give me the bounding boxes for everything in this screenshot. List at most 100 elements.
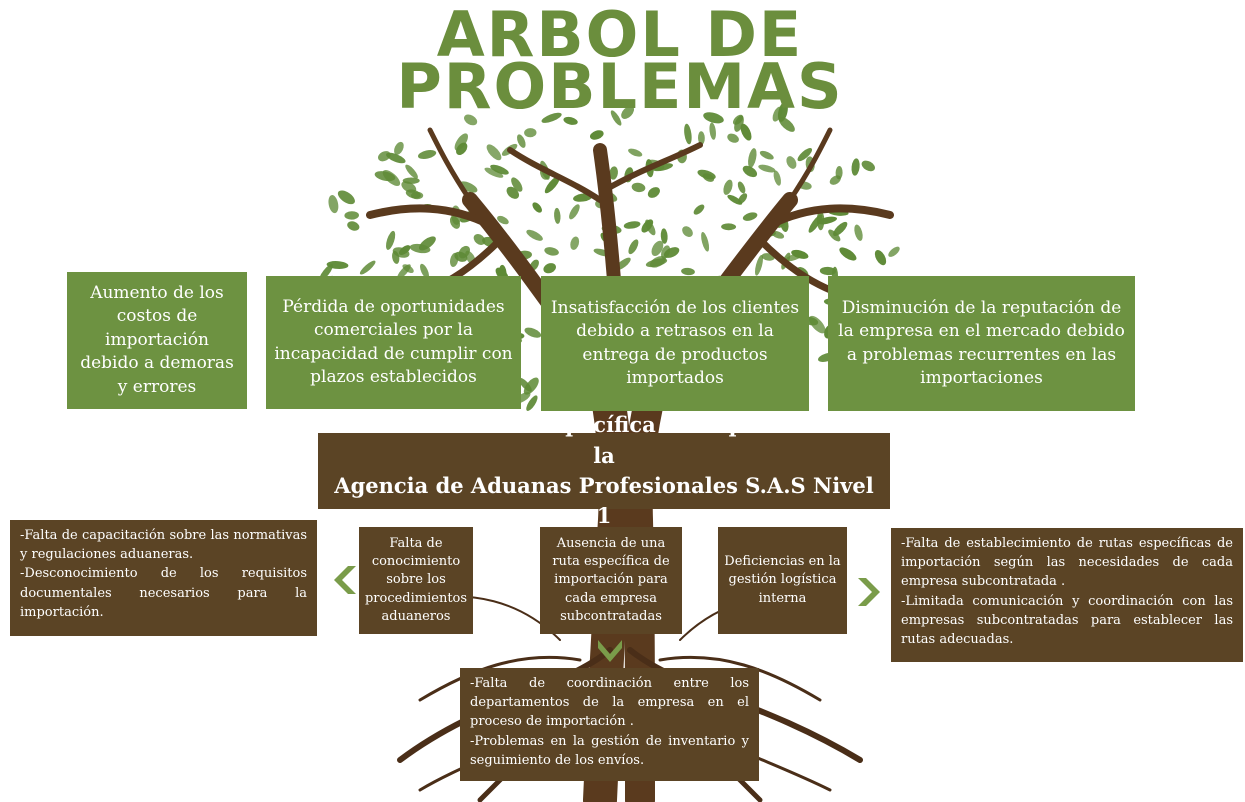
leaf-shape [839, 247, 857, 261]
detail-box-left: -Falta de capacitación sobre las normati… [10, 520, 317, 636]
leaf-shape [647, 187, 660, 198]
chevron-left-icon [334, 566, 356, 594]
leaf-shape [742, 165, 758, 178]
leaf-shape [737, 181, 746, 194]
leaf-shape [344, 211, 359, 220]
leaf-shape [526, 395, 538, 411]
leaf-shape [732, 114, 744, 125]
leaf-shape [742, 212, 758, 221]
leaf-shape [554, 207, 561, 224]
leaf-shape [563, 116, 578, 125]
leaf-shape [401, 181, 417, 193]
chevron-down-icon [598, 640, 622, 662]
leaf-shape [402, 264, 414, 273]
core-problem-line-2: Agencia de Aduanas Profesionales S.A.S N… [334, 473, 874, 529]
leaf-shape [337, 190, 355, 205]
leaf-shape [628, 239, 639, 255]
detail-box-right: -Falta de establecimiento de rutas espec… [891, 528, 1243, 662]
leaf-shape [660, 228, 668, 244]
leaf-shape [378, 151, 391, 162]
detail-bottom-item-1: -Falta de coordinación entre los departa… [470, 676, 749, 730]
leaf-shape [748, 148, 757, 168]
leaf-shape [526, 229, 543, 241]
leaf-shape [702, 173, 715, 182]
leaf-shape [721, 223, 737, 231]
leaf-shape [816, 216, 838, 225]
leaf-shape [511, 177, 523, 192]
cause-box-1: Falta de conocimiento sobre los procedim… [359, 527, 473, 634]
leaf-shape [740, 123, 752, 141]
leaf-shape [523, 377, 539, 395]
leaf-shape [328, 195, 339, 214]
cause-text-2: Ausencia de una ruta específica de impor… [552, 536, 670, 624]
leaf-shape [411, 191, 424, 200]
leaf-shape [589, 130, 604, 140]
leaf-shape [709, 122, 716, 140]
detail-left-item-2: -Desconocimiento de los requisitos docum… [20, 566, 307, 620]
detail-box-bottom: -Falta de coordinación entre los departa… [460, 668, 759, 781]
leaf-shape [374, 171, 396, 182]
leaf-shape [785, 252, 804, 262]
leaf-shape [359, 260, 376, 275]
leaf-shape [484, 167, 504, 178]
leaf-shape [833, 221, 848, 237]
cause-box-2: Ausencia de una ruta específica de impor… [540, 527, 682, 634]
leaf-shape [727, 194, 743, 205]
detail-bottom-item-2: -Problemas en la gestión de inventario y… [470, 733, 749, 768]
leaf-shape [663, 247, 680, 258]
leaf-shape [888, 246, 900, 257]
leaf-shape [459, 181, 478, 193]
leaf-shape [755, 255, 763, 276]
leaf-shape [682, 226, 693, 237]
effect-text-1: Aumento de los costos de importación deb… [80, 282, 234, 397]
effect-text-2: Pérdida de oportunidades comerciales por… [274, 296, 513, 387]
leaf-shape [874, 250, 887, 266]
leaf-shape [861, 160, 875, 172]
leaf-shape [854, 224, 863, 241]
leaf-shape [543, 263, 556, 274]
leaf-shape [693, 204, 705, 215]
leaf-shape [386, 152, 406, 164]
leaf-shape [623, 221, 641, 229]
leaf-shape [569, 204, 580, 220]
leaf-shape [394, 141, 404, 155]
leaf-shape [651, 240, 664, 257]
leaf-shape [797, 148, 813, 162]
leaf-shape [641, 219, 654, 233]
leaf-shape [418, 236, 436, 251]
cause-text-1: Falta de conocimiento sobre los procedim… [364, 536, 468, 624]
leaf-shape [778, 116, 795, 132]
leaf-shape [773, 170, 781, 186]
leaf-shape [541, 112, 562, 123]
leaf-shape [532, 202, 542, 213]
leaf-shape [497, 215, 509, 225]
leaf-shape [399, 245, 411, 256]
leaf-shape [610, 110, 622, 126]
cause-box-3: Deficiencias en la gestión logística int… [718, 527, 847, 634]
cause-text-3: Deficiencias en la gestión logística int… [724, 554, 841, 606]
effect-box-3: Insatisfacción de los clientes debido a … [541, 276, 809, 411]
leaf-shape [697, 131, 705, 145]
detail-left-item-1: -Falta de capacitación sobre las normati… [20, 528, 307, 563]
leaf-shape [609, 166, 618, 180]
leaf-shape [490, 164, 509, 175]
leaf-shape [386, 230, 396, 250]
leaf-shape [473, 233, 486, 246]
leaf-shape [681, 267, 695, 276]
leaf-shape [829, 175, 841, 185]
leaf-shape [420, 263, 429, 279]
leaf-shape [454, 251, 468, 262]
leaf-shape [809, 315, 826, 334]
leaf-shape [524, 128, 537, 138]
leaf-shape [417, 149, 437, 160]
leaf-shape [701, 232, 710, 252]
leaf-shape [517, 134, 526, 148]
leaf-shape [828, 229, 841, 242]
leaf-shape [684, 123, 692, 145]
leaf-shape [464, 114, 478, 126]
leaf-shape [631, 182, 646, 193]
leaf-shape [544, 175, 560, 194]
leaf-shape [570, 236, 580, 250]
page-title-line-1: ARBOL DE [436, 0, 804, 71]
leaf-shape [628, 148, 643, 157]
